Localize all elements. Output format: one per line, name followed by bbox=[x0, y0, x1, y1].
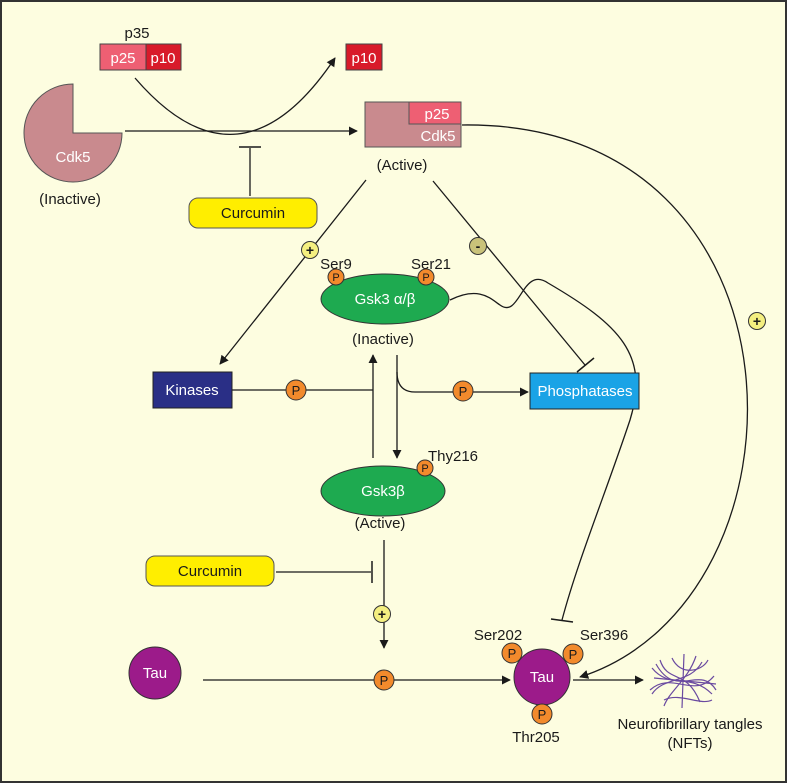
p10-release-arc bbox=[134, 57, 336, 136]
ser21-phospho bbox=[417, 268, 435, 286]
phosphatases-phospho-label: P bbox=[459, 384, 468, 399]
phosphatases-box bbox=[529, 372, 640, 410]
p25-left-box bbox=[99, 43, 147, 71]
nft-label-line2: (NFTs) bbox=[668, 735, 713, 752]
gsk3-to-phosphatases-arrow bbox=[396, 371, 529, 397]
plus-marker-kinases bbox=[301, 241, 319, 259]
ser202-phospho bbox=[501, 642, 523, 664]
ser9-label: Ser9 bbox=[320, 256, 352, 273]
cdk5-inactive-state: (Inactive) bbox=[39, 191, 101, 208]
p10-left-box bbox=[145, 43, 182, 71]
minus-marker-phosphatases-label: - bbox=[476, 238, 481, 254]
tau-phosphorylation-marker-label: P bbox=[380, 673, 389, 688]
tau-left-label: Tau bbox=[143, 665, 167, 682]
p10-right-label: p10 bbox=[351, 50, 376, 67]
cdk5-to-tau-arc bbox=[461, 124, 749, 679]
ser21-label: Ser21 bbox=[411, 256, 451, 273]
thr205-phospho-label: P bbox=[538, 707, 547, 722]
gsk3-inactive-state: (Inactive) bbox=[352, 331, 414, 348]
ser9-phospho bbox=[327, 268, 345, 286]
phosphatases-phospho bbox=[452, 380, 474, 402]
thy216-phospho bbox=[416, 459, 434, 477]
plus-marker-tau-arc-label: + bbox=[753, 313, 761, 329]
kinases-label: Kinases bbox=[165, 382, 218, 399]
thr205-phospho bbox=[531, 703, 553, 725]
tau-inhibition-bar bbox=[550, 618, 574, 623]
ser202-phospho-label: P bbox=[508, 646, 517, 661]
cdk5-inactive-shape bbox=[23, 83, 123, 183]
cdk5-to-phosphatases-inhibition bbox=[432, 180, 586, 366]
gsk3-active-state: (Active) bbox=[355, 515, 406, 532]
cdk5-to-kinases-arrow bbox=[219, 179, 367, 365]
plus-marker-gsk3-tau bbox=[373, 605, 391, 623]
p25-complex-label: p25 bbox=[424, 106, 449, 123]
kinases-box bbox=[152, 371, 233, 409]
phosphatases-inhibition-bar bbox=[576, 357, 595, 373]
tau-phosphorylation-marker bbox=[373, 669, 395, 691]
phosphatases-label: Phosphatases bbox=[537, 383, 632, 400]
gsk3-active-label: Gsk3β bbox=[361, 483, 405, 500]
p35-label: p35 bbox=[124, 25, 149, 42]
cdk5-active-state: (Active) bbox=[377, 157, 428, 174]
thy216-label: Thy216 bbox=[428, 448, 478, 465]
plus-marker-tau-arc bbox=[748, 312, 766, 330]
cdk5-active-label: Cdk5 bbox=[420, 128, 455, 145]
ser9-phospho-label: P bbox=[332, 272, 339, 284]
p25-left-label: p25 bbox=[110, 50, 135, 67]
cdk5-inactive-label: Cdk5 bbox=[55, 149, 90, 166]
gsk3-active-shape bbox=[320, 465, 446, 517]
kinases-phospho bbox=[285, 379, 307, 401]
p10-right-box bbox=[345, 43, 383, 71]
gsk3-inactive-shape bbox=[320, 273, 450, 325]
gsk3-inactive-label: Gsk3 α/β bbox=[355, 291, 416, 308]
curcumin-bottom-label: Curcumin bbox=[178, 563, 242, 580]
p10-left-label: p10 bbox=[150, 50, 175, 67]
tau-unphosphorylated bbox=[128, 646, 182, 700]
ser21-phospho-label: P bbox=[422, 272, 429, 284]
ser396-label: Ser396 bbox=[580, 627, 628, 644]
thr205-label: Thr205 bbox=[512, 729, 560, 746]
curcumin-bottom-box bbox=[145, 555, 275, 587]
nft-label-line1: Neurofibrillary tangles bbox=[617, 716, 762, 733]
gsk3-to-tau-inhibition-path bbox=[449, 278, 637, 621]
plus-marker-gsk3-tau-label: + bbox=[378, 606, 386, 622]
thy216-phospho-label: P bbox=[421, 463, 428, 475]
minus-marker-phosphatases bbox=[469, 237, 487, 255]
curcumin-top-label: Curcumin bbox=[221, 205, 285, 222]
tau-right-label: Tau bbox=[530, 669, 554, 686]
kinases-phospho-label: P bbox=[292, 383, 301, 398]
curcumin-top-box bbox=[188, 197, 318, 229]
nft-tangle-icon bbox=[649, 653, 717, 709]
ser396-phospho-label: P bbox=[569, 647, 578, 662]
ser396-phospho bbox=[562, 643, 584, 665]
plus-marker-kinases-label: + bbox=[306, 242, 314, 258]
ser202-label: Ser202 bbox=[474, 627, 522, 644]
